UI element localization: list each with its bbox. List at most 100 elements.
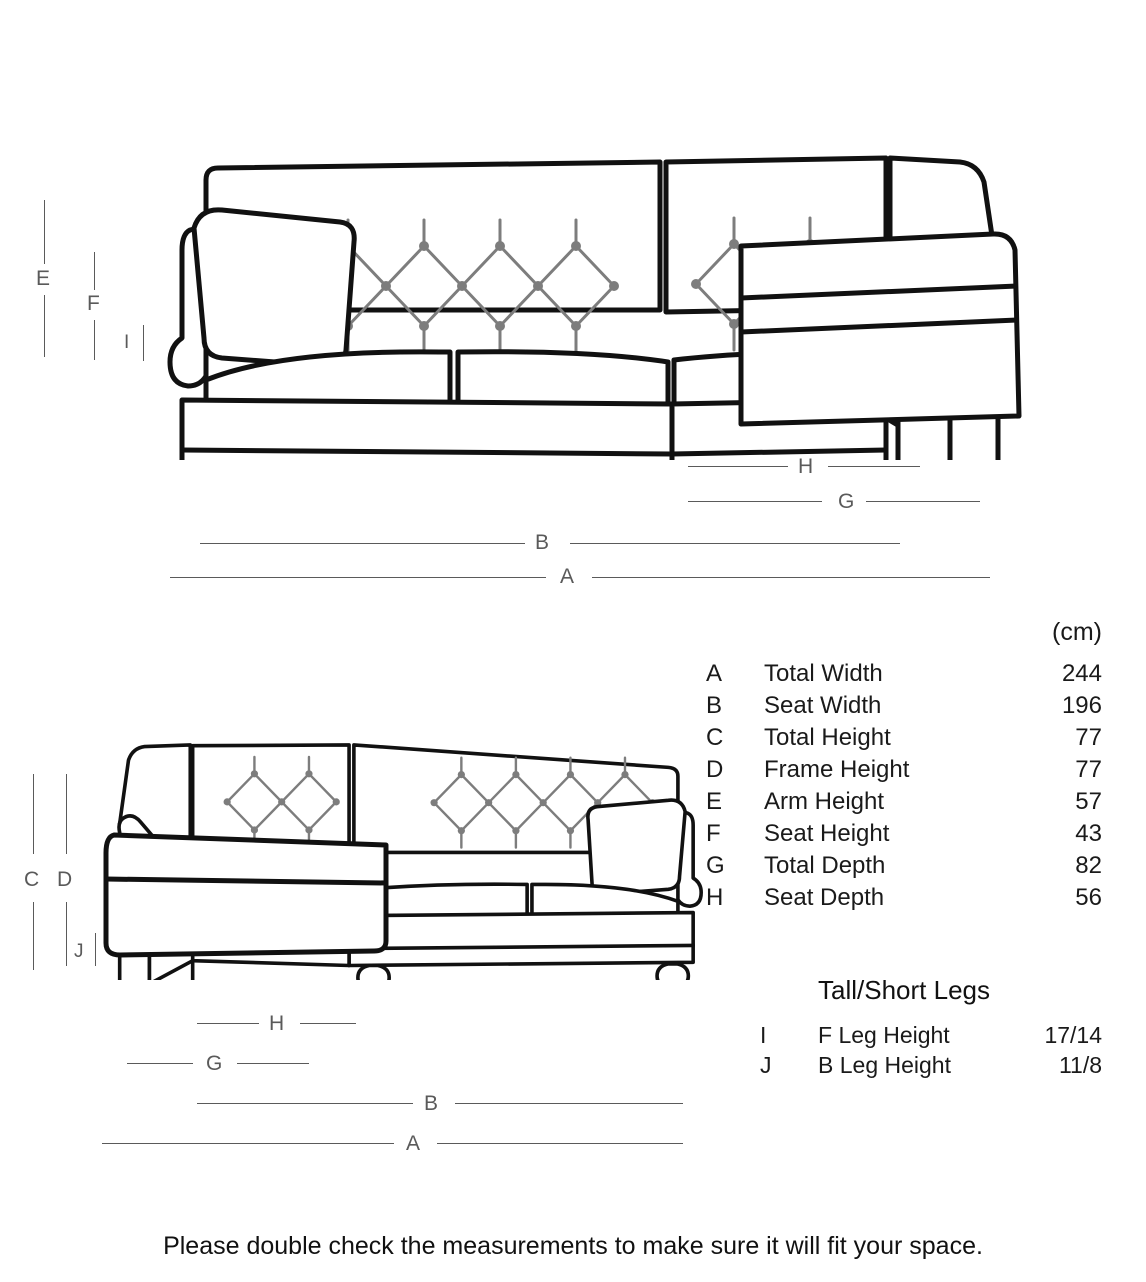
- spec-key: G: [706, 852, 725, 879]
- leg-label: B Leg Height: [818, 1052, 951, 1078]
- bottom-front-leg-b: [356, 963, 391, 980]
- units-header: (cm): [1052, 618, 1102, 646]
- dimension-line-E-bottom: [44, 295, 45, 357]
- dimension-label-A-top: A: [560, 565, 575, 588]
- spec-value: 82: [1075, 852, 1102, 879]
- leg-key: I: [760, 1022, 767, 1048]
- spec-key: E: [706, 788, 723, 815]
- dimension-line-B-left-top: [200, 543, 525, 544]
- table-row: D Frame Height 77: [706, 756, 1102, 788]
- dimension-line-D-bottom: [66, 902, 67, 966]
- dimension-line-G-right-top: [866, 501, 980, 502]
- dimension-line-C-bottom: [33, 902, 34, 970]
- legs-section-title: Tall/Short Legs: [818, 975, 990, 1005]
- leg-key: J: [760, 1052, 772, 1078]
- dimension-line-B-right-bottom: [455, 1103, 683, 1104]
- dimension-label-H-bottom: H: [269, 1012, 285, 1035]
- dimension-label-B-top: B: [535, 531, 550, 554]
- spec-label: Frame Height: [764, 756, 910, 783]
- dimension-line-D-top: [66, 774, 67, 854]
- dimension-label-B-bottom: B: [424, 1092, 439, 1115]
- bottom-foreground-arm-seam: [105, 876, 387, 886]
- foreground-arm-top-seam: [740, 283, 1018, 301]
- dimension-line-H-right-bottom: [300, 1023, 356, 1024]
- spec-label: Seat Width: [764, 692, 882, 719]
- dimension-line-B-left-bottom: [197, 1103, 413, 1104]
- leg-label: F Leg Height: [818, 1022, 950, 1048]
- table-row: B Seat Width 196: [706, 692, 1102, 724]
- bottom-throw-pillow: [586, 798, 687, 897]
- spec-key: B: [706, 692, 723, 719]
- bottom-foreground-arm-body: [103, 832, 389, 958]
- bottom-base-rail-main: [347, 910, 695, 968]
- spec-value: 77: [1075, 724, 1102, 751]
- spec-key: F: [706, 820, 721, 847]
- bottom-front-leg-a: [655, 962, 691, 980]
- dimension-label-A-bottom: A: [406, 1132, 421, 1155]
- spec-key: C: [706, 724, 724, 751]
- dimension-label-H-top: H: [798, 455, 814, 478]
- spec-label: Total Width: [764, 660, 883, 687]
- bottom-base-rail-band: [347, 943, 695, 951]
- dimension-line-C-top: [33, 774, 34, 854]
- dimension-line-G-right-bottom: [237, 1063, 309, 1064]
- spec-value: 56: [1075, 884, 1102, 911]
- table-row: F Seat Height 43: [706, 820, 1102, 852]
- spec-label: Total Height: [764, 724, 891, 751]
- dimension-line-F-top: [94, 252, 95, 290]
- dimension-line-J: [95, 933, 96, 966]
- spec-label: Arm Height: [764, 788, 885, 815]
- table-row: A Total Width 244: [706, 660, 1102, 692]
- table-row: E Arm Height 57: [706, 788, 1102, 820]
- table-row: C Total Height 77: [706, 724, 1102, 756]
- spec-value: 77: [1075, 756, 1102, 783]
- bottom-corner-return-lower: [152, 958, 195, 980]
- dimension-label-G-bottom: G: [206, 1052, 223, 1075]
- spec-value: 244: [1061, 660, 1102, 687]
- dimension-line-H-right-top: [828, 466, 920, 467]
- spec-label: Total Depth: [764, 852, 886, 879]
- legs-table: I F Leg Height 17/14 J B Leg Height 11/8: [760, 1022, 1102, 1082]
- measurements-table: A Total Width 244 B Seat Width 196 C Tot…: [706, 660, 1102, 916]
- dimension-label-C: C: [24, 868, 40, 891]
- dimension-label-D: D: [57, 868, 73, 891]
- table-row: J B Leg Height 11/8: [760, 1052, 1102, 1082]
- dimension-line-B-right-top: [570, 543, 900, 544]
- spec-key: A: [706, 660, 723, 687]
- left-throw-pillow: [191, 207, 357, 369]
- table-row: H Seat Depth 56: [706, 884, 1102, 916]
- spec-value: 57: [1075, 788, 1102, 815]
- dimension-line-A-right-bottom: [437, 1143, 683, 1144]
- bottom-sofa-foreground-arm: [96, 823, 396, 958]
- dimension-label-F: F: [87, 292, 101, 315]
- foreground-arm-mid-seam: [740, 317, 1019, 335]
- spec-value: 196: [1061, 692, 1102, 719]
- footer-note: Please double check the measurements to …: [163, 1232, 983, 1260]
- spec-value: 43: [1075, 820, 1102, 847]
- dimension-line-E-top: [44, 200, 45, 264]
- dimension-label-E: E: [36, 267, 51, 290]
- foreground-arm-body: [738, 231, 1022, 427]
- dimension-line-A-left-bottom: [102, 1143, 394, 1144]
- dimension-line-A-left-top: [170, 577, 546, 578]
- table-row: I F Leg Height 17/14: [760, 1022, 1102, 1052]
- dimension-line-H-left-bottom: [197, 1023, 259, 1024]
- dimension-label-G-top: G: [838, 490, 855, 513]
- spec-key: D: [706, 756, 724, 783]
- spec-key: H: [706, 884, 724, 911]
- leg-value: 17/14: [1044, 1022, 1102, 1048]
- dimension-line-A-right-top: [592, 577, 990, 578]
- dimension-line-I: [143, 325, 144, 361]
- top-sofa-foreground-arm: [735, 228, 1025, 443]
- dimension-label-I: I: [124, 332, 130, 353]
- dimension-line-F-bottom: [94, 320, 95, 360]
- base-rail-corner-band: [669, 447, 889, 457]
- dimension-line-G-left-bottom: [127, 1063, 193, 1064]
- dimension-line-H-left-top: [688, 466, 788, 467]
- table-row: G Total Depth 82: [706, 852, 1102, 884]
- spec-label: Seat Depth: [764, 884, 885, 911]
- dimension-label-J: J: [74, 941, 84, 962]
- dimension-line-G-left-top: [688, 501, 822, 502]
- base-rail-bottom-band: [179, 447, 675, 457]
- spec-label: Seat Height: [764, 820, 890, 847]
